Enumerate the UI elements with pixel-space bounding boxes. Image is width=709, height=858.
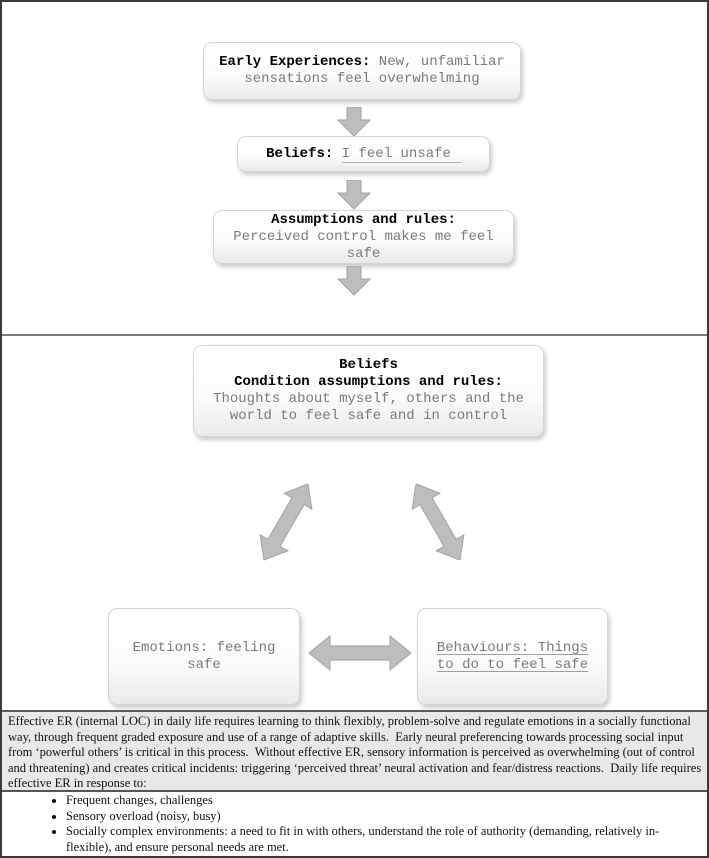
beliefs-body: I feel unsafe bbox=[341, 145, 461, 163]
flow-box-assumptions: Assumptions and rules: Perceived control… bbox=[213, 210, 514, 264]
behaviours-body: Behaviours: Things to do to feel safe bbox=[436, 639, 589, 673]
emotions-body: Emotions: feeling safe bbox=[132, 639, 276, 673]
cycle-box-beliefs-conditions: Beliefs Condition assumptions and rules:… bbox=[193, 345, 544, 437]
diagonal-double-arrow-right-icon bbox=[400, 475, 475, 569]
cycle-box-emotions: Emotions: feeling safe bbox=[108, 608, 300, 705]
er-demands-list: Frequent changes, challenges Sensory ove… bbox=[2, 793, 707, 855]
cycle-box-behaviours: Behaviours: Things to do to feel safe bbox=[417, 608, 608, 705]
cycle-panel: Beliefs Condition assumptions and rules:… bbox=[2, 336, 707, 712]
assumptions-body: Perceived control makes me feel safe bbox=[233, 228, 494, 262]
effective-er-paragraph: Effective ER (internal LOC) in daily lif… bbox=[8, 714, 705, 790]
early-experiences-label: Early Experiences: bbox=[219, 54, 371, 70]
list-item: Socially complex environments: a need to… bbox=[66, 824, 699, 855]
early-experiences-body: New, unfamiliar sensations feel overwhel… bbox=[244, 54, 505, 87]
down-arrow-icon bbox=[336, 107, 372, 137]
list-item: Sensory overload (noisy, busy) bbox=[66, 809, 699, 825]
horizontal-double-arrow-icon bbox=[308, 633, 412, 673]
effective-er-panel: Effective ER (internal LOC) in daily lif… bbox=[2, 712, 707, 792]
list-item: Frequent changes, challenges bbox=[66, 793, 699, 809]
flow-box-early-experiences: Early Experiences: New, unfamiliar sensa… bbox=[203, 42, 521, 100]
diagonal-double-arrow-left-icon bbox=[248, 475, 323, 569]
top-flow-panel: Early Experiences: New, unfamiliar sensa… bbox=[2, 2, 707, 336]
flow-box-beliefs: Beliefs: I feel unsafe bbox=[237, 136, 490, 172]
early-experiences-text: Early Experiences: New, unfamiliar sensa… bbox=[212, 54, 512, 88]
beliefs-conditions-body: Thoughts about myself, others and the wo… bbox=[213, 391, 524, 424]
down-arrow-icon bbox=[336, 266, 372, 296]
assumptions-label: Assumptions and rules: bbox=[271, 211, 456, 228]
beliefs-conditions-subtitle: Condition assumptions and rules: bbox=[234, 374, 503, 390]
beliefs-text: Beliefs: I feel unsafe bbox=[246, 145, 481, 163]
down-arrow-icon bbox=[336, 180, 372, 210]
beliefs-conditions-title: Beliefs bbox=[339, 357, 398, 373]
beliefs-label: Beliefs: bbox=[266, 145, 334, 162]
bullet-list-panel: Frequent changes, challenges Sensory ove… bbox=[2, 793, 707, 856]
